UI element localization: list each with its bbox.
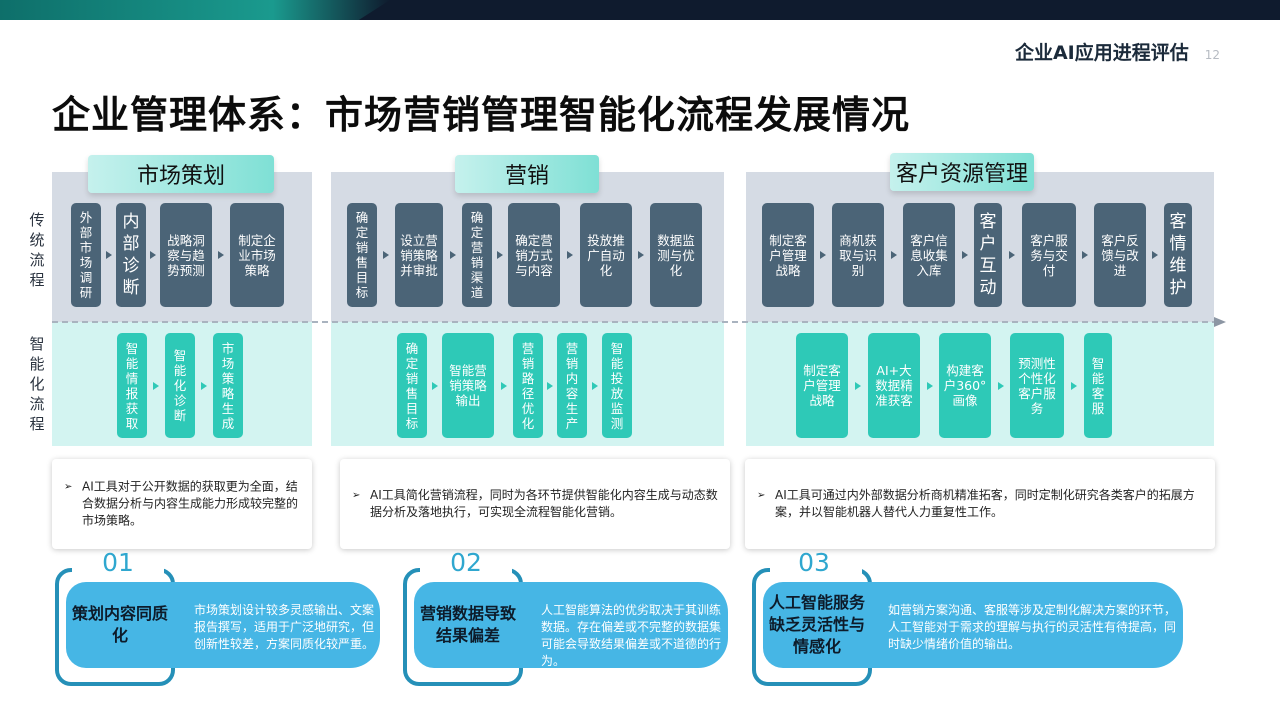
bullet-arrow-icon: ➢ bbox=[352, 490, 361, 501]
arrow-right-icon bbox=[962, 251, 968, 259]
arrow-right-icon bbox=[497, 251, 503, 259]
traditional-step: 客户服务与交付 bbox=[1022, 203, 1076, 307]
arrow-right-icon bbox=[927, 381, 933, 390]
intelligent-step: 营销内容生产 bbox=[557, 333, 587, 438]
intelligent-step: 营销路径优化 bbox=[513, 333, 543, 438]
arrow-right-icon bbox=[153, 381, 159, 390]
issue-title: 策划内容同质化 bbox=[66, 582, 174, 668]
section-description: ➢ AI工具简化营销流程，同时为各环节提供智能化内容生成与动态数据分析及落地执行，… bbox=[340, 459, 730, 549]
arrow-right-icon bbox=[1152, 251, 1158, 259]
traditional-step: 战略洞察与趋势预测 bbox=[160, 203, 212, 307]
traditional-step: 商机获取与识别 bbox=[832, 203, 884, 307]
issue-description: 如营销方案沟通、客服等涉及定制化解决方案的环节，人工智能对于需求的理解与执行的灵… bbox=[888, 603, 1177, 651]
description-text: AI工具对于公开数据的获取更为全面，结合数据分析与内容生成能力形成较完整的市场策… bbox=[82, 479, 299, 528]
timeline-arrow-icon bbox=[1214, 317, 1226, 327]
row-label-intelligent: 智能化流程 bbox=[29, 335, 45, 433]
row-label-traditional: 传统流程 bbox=[29, 211, 45, 289]
arrow-right-icon bbox=[450, 251, 456, 259]
arrow-right-icon bbox=[106, 251, 112, 259]
ring-gap bbox=[770, 564, 862, 574]
bullet-arrow-icon: ➢ bbox=[64, 481, 73, 493]
issue-description: 市场策划设计较多灵感输出、文案报告撰写，适用于广泛地研究，但创新性较差，方案同质… bbox=[194, 603, 375, 651]
intelligent-step: 构建客户360°画像 bbox=[939, 333, 991, 438]
section-description: ➢ AI工具可通过内外部数据分析商机精准拓客，同时定制化研究各类客户的拓展方案，并… bbox=[745, 459, 1215, 549]
arrow-right-icon bbox=[432, 381, 438, 390]
arrow-right-icon bbox=[547, 381, 553, 390]
section-title: 市场策划 bbox=[88, 155, 274, 193]
arrow-right-icon bbox=[201, 381, 207, 390]
issue-description: 人工智能算法的优劣取决于其训练数据。存在偏差或不完整的数据集可能会导致结果偏差或… bbox=[541, 603, 722, 668]
traditional-step: 内部诊断 bbox=[116, 203, 146, 307]
traditional-step: 数据监测与优化 bbox=[650, 203, 702, 307]
intelligent-step: 智能投放监测 bbox=[602, 333, 632, 438]
arrow-right-icon bbox=[891, 251, 897, 259]
ring-gap bbox=[72, 564, 164, 574]
traditional-step: 客户反馈与改进 bbox=[1094, 203, 1146, 307]
traditional-step: 客情维护 bbox=[1164, 203, 1192, 307]
traditional-step: 投放推广自动化 bbox=[580, 203, 632, 307]
arrow-right-icon bbox=[592, 381, 598, 390]
arrow-right-icon bbox=[1082, 251, 1088, 259]
report-title: 企业AI应用进程评估 bbox=[1014, 42, 1189, 64]
intelligent-step: 智能情报获取 bbox=[117, 333, 147, 438]
arrow-right-icon bbox=[567, 251, 573, 259]
intelligent-step: 智能化诊断 bbox=[165, 333, 195, 438]
intelligent-step: 预测性个性化客户服务 bbox=[1010, 333, 1064, 438]
description-text: AI工具简化营销流程，同时为各环节提供智能化内容生成与动态数据分析及落地执行，可… bbox=[370, 488, 718, 519]
arrow-right-icon bbox=[1009, 251, 1015, 259]
arrow-right-icon bbox=[638, 251, 644, 259]
header: 企业AI应用进程评估 12 bbox=[1015, 38, 1220, 65]
page-number: 12 bbox=[1204, 48, 1220, 62]
traditional-step: 客户互动 bbox=[974, 203, 1002, 307]
issue-title: 人工智能服务缺乏灵活性与情感化 bbox=[763, 582, 871, 668]
issue-number: 03 bbox=[798, 548, 830, 577]
traditional-step: 外部市场调研 bbox=[71, 203, 101, 307]
section-title: 客户资源管理 bbox=[890, 153, 1034, 191]
bullet-arrow-icon: ➢ bbox=[757, 490, 766, 501]
top-banner bbox=[0, 0, 1280, 20]
issue-number: 01 bbox=[102, 548, 134, 577]
arrow-right-icon bbox=[150, 251, 156, 259]
issue-number: 02 bbox=[450, 548, 482, 577]
traditional-step: 确定营销方式与内容 bbox=[508, 203, 560, 307]
intelligent-step: 智能营销策略输出 bbox=[442, 333, 494, 438]
intelligent-step: 市场策略生成 bbox=[213, 333, 243, 438]
intelligent-step: 确定销售目标 bbox=[397, 333, 427, 438]
traditional-step: 制定企业市场策略 bbox=[230, 203, 284, 307]
arrow-right-icon bbox=[1071, 381, 1077, 390]
section-title: 营销 bbox=[455, 155, 599, 193]
description-content: ➢ AI工具对于公开数据的获取更为全面，结合数据分析与内容生成能力形成较完整的市场… bbox=[52, 479, 312, 530]
arrow-right-icon bbox=[855, 381, 861, 390]
page-title: 企业管理体系：市场营销管理智能化流程发展情况 bbox=[52, 93, 911, 137]
issue-title: 营销数据导致结果偏差 bbox=[414, 582, 522, 668]
traditional-step: 制定客户管理战略 bbox=[762, 203, 814, 307]
intelligent-step: 智能客服 bbox=[1084, 333, 1112, 438]
description-content: ➢ AI工具简化营销流程，同时为各环节提供智能化内容生成与动态数据分析及落地执行，… bbox=[340, 487, 730, 521]
section-description: ➢ AI工具对于公开数据的获取更为全面，结合数据分析与内容生成能力形成较完整的市场… bbox=[52, 459, 312, 549]
arrow-right-icon bbox=[383, 251, 389, 259]
arrow-right-icon bbox=[218, 251, 224, 259]
traditional-step: 确定销售目标 bbox=[347, 203, 377, 307]
top-banner-accent bbox=[0, 0, 390, 20]
traditional-step: 客户信息收集入库 bbox=[903, 203, 955, 307]
intelligent-step: AI+大数据精准获客 bbox=[868, 333, 920, 438]
description-text: AI工具可通过内外部数据分析商机精准拓客，同时定制化研究各类客户的拓展方案，并以… bbox=[775, 488, 1195, 519]
traditional-step: 确定营销渠道 bbox=[462, 203, 492, 307]
traditional-step: 设立营销策略并审批 bbox=[395, 203, 443, 307]
arrow-right-icon bbox=[501, 381, 507, 390]
description-content: ➢ AI工具可通过内外部数据分析商机精准拓客，同时定制化研究各类客户的拓展方案，并… bbox=[745, 487, 1215, 521]
timeline-dashed-line bbox=[52, 321, 1218, 323]
intelligent-step: 制定客户管理战略 bbox=[796, 333, 848, 438]
ring-gap bbox=[420, 564, 512, 574]
arrow-right-icon bbox=[998, 381, 1004, 390]
arrow-right-icon bbox=[820, 251, 826, 259]
